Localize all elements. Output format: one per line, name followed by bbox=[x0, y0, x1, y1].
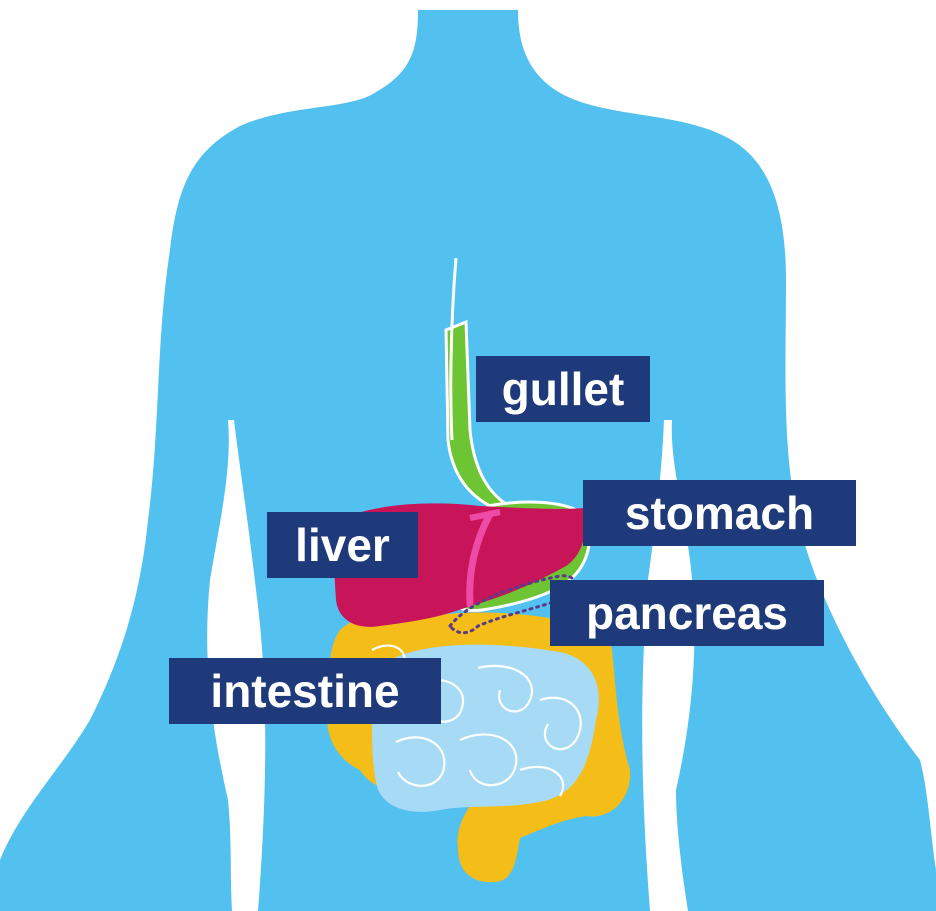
label-gullet: gullet bbox=[476, 356, 650, 422]
label-stomach: stomach bbox=[583, 480, 856, 546]
label-pancreas: pancreas bbox=[550, 580, 824, 646]
label-liver: liver bbox=[267, 512, 418, 578]
label-intestine: intestine bbox=[169, 658, 441, 724]
